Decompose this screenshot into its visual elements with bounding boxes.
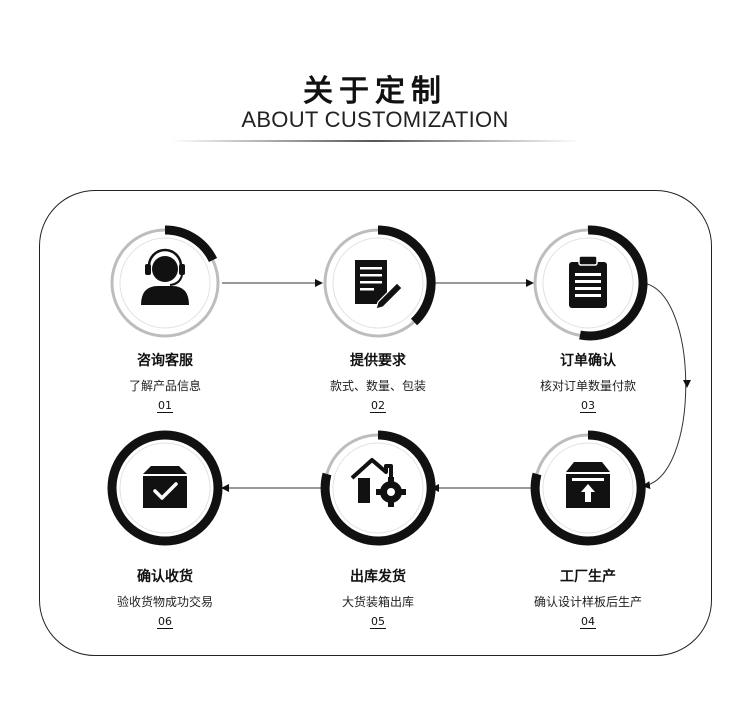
step-description: 大货装箱出库 xyxy=(341,595,414,609)
step-title: 咨询客服 xyxy=(137,353,193,369)
document-pen-icon xyxy=(355,260,403,310)
customer-service-headset-icon xyxy=(141,248,189,305)
box-check-icon xyxy=(143,466,187,508)
step-title: 提供要求 xyxy=(350,353,406,369)
step-03-circle xyxy=(533,225,648,341)
arrow-03-to-04-mid xyxy=(683,380,691,388)
step-04: 工厂生产 确认设计样板后生产 04 xyxy=(493,566,683,629)
clipboard-icon xyxy=(569,255,607,308)
step-title: 订单确认 xyxy=(560,353,616,369)
step-description: 验收货物成功交易 xyxy=(116,595,213,609)
step-number: 05 xyxy=(370,615,386,629)
process-frame xyxy=(39,190,712,656)
step-title: 出库发货 xyxy=(350,569,406,585)
step-05: 出库发货 大货装箱出库 05 xyxy=(283,566,473,629)
step-number: 06 xyxy=(157,615,173,629)
step-number: 03 xyxy=(580,399,596,413)
title-divider xyxy=(170,140,580,142)
step-number: 01 xyxy=(157,399,173,413)
page-title: 关于定制 xyxy=(303,74,447,109)
step-02: 提供要求 款式、数量、包装 02 xyxy=(283,350,473,413)
step-title: 确认收货 xyxy=(137,569,193,585)
page-subtitle: ABOUT CUSTOMIZATION xyxy=(241,107,509,132)
step-01-circle xyxy=(110,225,220,338)
step-number: 04 xyxy=(580,615,596,629)
step-description: 款式、数量、包装 xyxy=(329,379,426,393)
step-02-circle xyxy=(323,225,436,338)
house-gear-icon xyxy=(350,458,406,507)
step-number: 02 xyxy=(370,399,386,413)
step-06: 确认收货 验收货物成功交易 06 xyxy=(70,566,260,629)
step-05-circle xyxy=(320,430,436,546)
box-upload-icon xyxy=(566,462,610,508)
step-03: 订单确认 核对订单数量付款 03 xyxy=(493,350,683,413)
step-01: 咨询客服 了解产品信息 01 xyxy=(70,350,260,413)
step-04-circle xyxy=(530,430,646,546)
step-description: 确认设计样板后生产 xyxy=(533,595,642,609)
step-06-circle xyxy=(107,430,223,546)
step-description: 了解产品信息 xyxy=(128,379,201,393)
step-title: 工厂生产 xyxy=(560,569,616,585)
step-description: 核对订单数量付款 xyxy=(539,379,636,393)
